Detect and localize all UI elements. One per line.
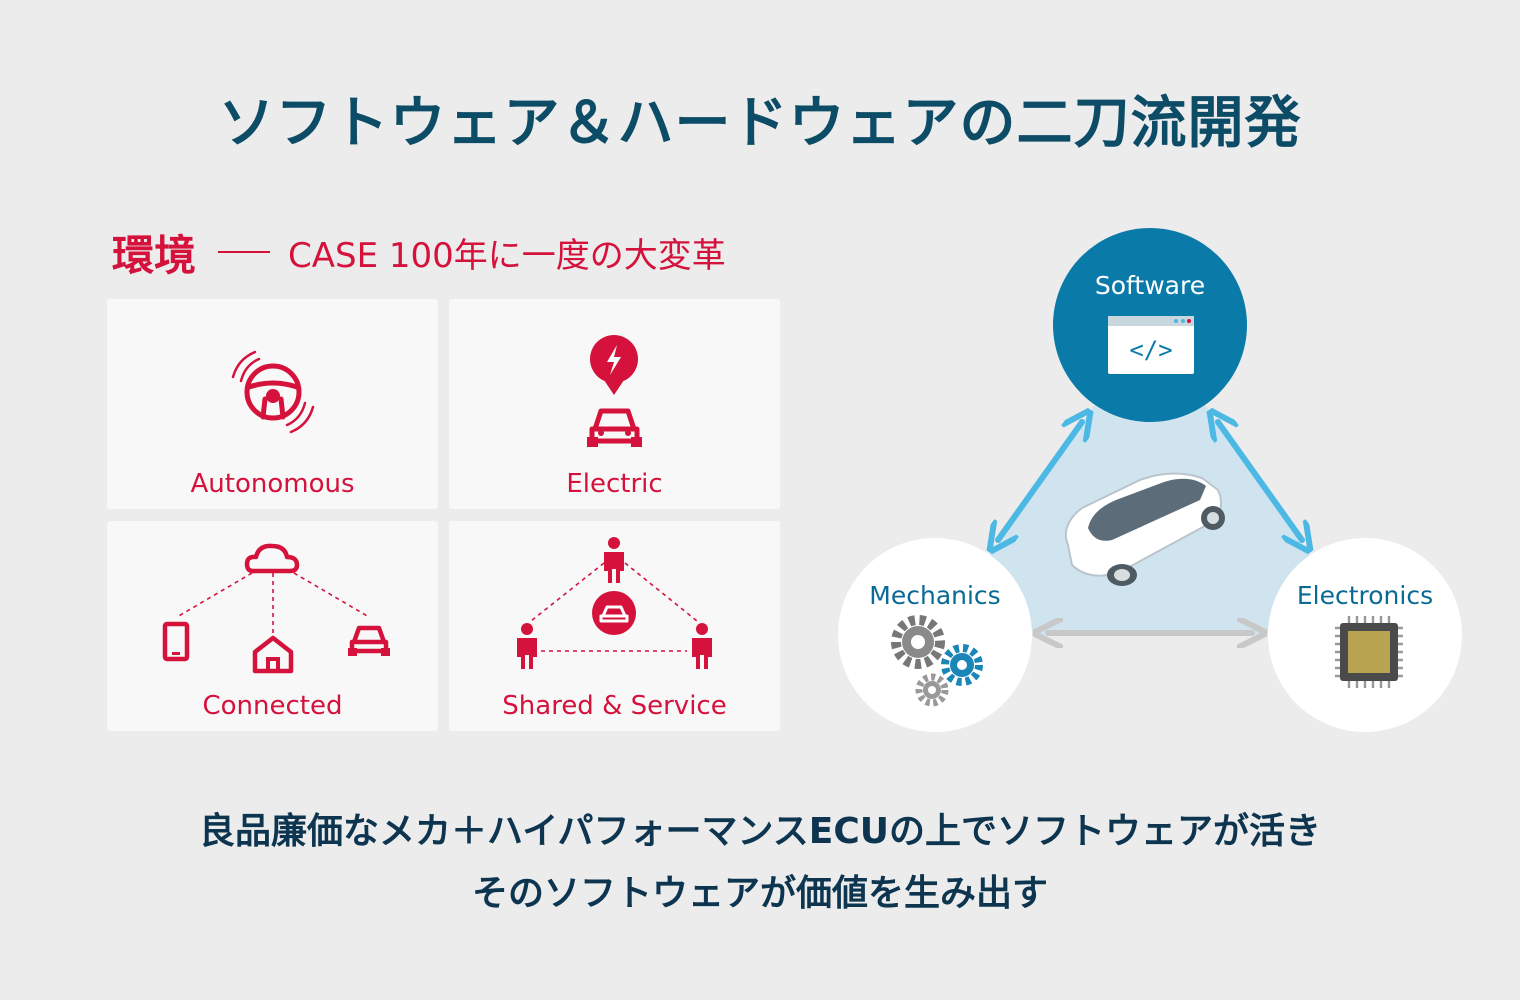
environment-subtitle: CASE 100年に一度の大変革 — [288, 235, 726, 276]
shared-people-icon — [517, 537, 712, 669]
software-hardware-diagram: Software </> Mechanics Electronics — [838, 228, 1462, 732]
arrow-software-electronics — [1218, 422, 1302, 540]
card-autonomous: Autonomous — [107, 299, 438, 509]
code-glyph: </> — [1129, 336, 1172, 364]
chip-icon — [1335, 616, 1403, 688]
card-label-autonomous: Autonomous — [190, 469, 355, 499]
steering-wheel-icon — [231, 350, 315, 434]
card-electric: Electric — [449, 299, 780, 509]
cloud-network-icon — [162, 543, 390, 674]
summary-line-2: そのソフトウェアが価値を生み出す — [471, 873, 1048, 914]
card-shared-service: Shared & Service — [449, 521, 780, 731]
gears-icon — [891, 615, 983, 707]
electric-car-icon — [587, 335, 642, 447]
card-connected: Connected — [107, 521, 438, 731]
environment-heading: 環境 CASE 100年に一度の大変革 — [112, 226, 726, 280]
electronics-label: Electronics — [1297, 581, 1433, 610]
mechanics-label: Mechanics — [869, 581, 1000, 610]
card-label-shared-service: Shared & Service — [502, 691, 727, 721]
card-label-electric: Electric — [566, 469, 663, 499]
concept-car-icon — [1064, 472, 1225, 586]
environment-label: 環境 — [112, 230, 197, 280]
code-window-icon: </> — [1108, 316, 1194, 374]
card-label-connected: Connected — [202, 691, 343, 721]
heading-dash — [218, 251, 271, 253]
page-title: ソフトウェア＆ハードウェアの二刀流開発 — [218, 91, 1302, 156]
arrow-software-mechanics — [998, 422, 1082, 540]
summary-line-1: 良品廉価なメカ＋ハイパフォーマンスECUの上でソフトウェアが活き — [198, 811, 1322, 852]
software-label: Software — [1095, 271, 1205, 300]
